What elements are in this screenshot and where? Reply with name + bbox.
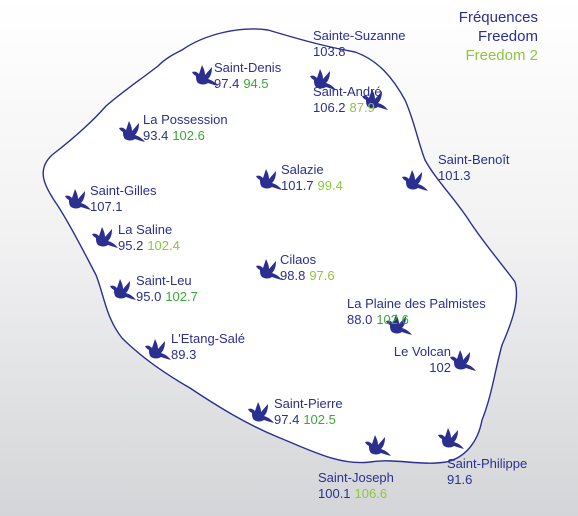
station-name: La Possession (143, 112, 228, 127)
freedom-frequency: 88.0 (347, 312, 373, 327)
station-frequencies: 91.6 (447, 472, 527, 488)
freedom2-frequency: 102.4 (147, 238, 180, 253)
freedom2-frequency: 94.5 (243, 76, 269, 91)
freedom2-frequency: 102.5 (303, 412, 336, 427)
freedom-frequency: 101.3 (438, 168, 471, 183)
legend-freedom2: Freedom 2 (465, 47, 538, 64)
station-name: Saint-Joseph (318, 470, 394, 485)
freedom-frequency: 107.1 (90, 199, 123, 214)
freedom2-frequency: 102.6 (376, 312, 409, 327)
frequency-legend: Fréquences Freedom Freedom 2 (459, 8, 538, 65)
freedom-frequency: 103.8 (313, 44, 346, 59)
station-name: Saint-Benoît (438, 152, 510, 167)
freedom2-frequency: 102.7 (165, 289, 198, 304)
freedom-frequency: 95.2 (118, 238, 144, 253)
freedom-frequency: 91.6 (447, 472, 473, 487)
station-name: Cilaos (280, 252, 317, 267)
freedom-frequency: 106.2 (313, 100, 346, 115)
freedom-frequency: 97.4 (274, 412, 300, 427)
freedom2-frequency: 102.6 (172, 128, 205, 143)
station-frequencies: 89.3 (171, 347, 245, 363)
freedom2-frequency: 97.6 (309, 268, 335, 283)
station-name: Saint-Leu (136, 273, 192, 288)
freedom-frequency: 97.4 (214, 76, 240, 91)
station-name: Sainte-Suzanne (313, 28, 406, 43)
freedom-frequency: 100.1 (318, 486, 351, 501)
freedom-frequency: 98.8 (280, 268, 306, 283)
freedom-frequency: 102 (429, 360, 451, 375)
station-name: Saint-Gilles (90, 183, 157, 198)
station-frequencies: 102 (394, 360, 451, 376)
station-frequencies: 101.3 (438, 168, 510, 184)
freedom2-frequency: 106.6 (354, 486, 388, 501)
freedom2-frequency: 99.4 (317, 178, 343, 193)
freedom-frequency: 95.0 (136, 289, 162, 304)
legend-freedom: Freedom (477, 28, 538, 45)
station-name: Salazie (281, 162, 324, 177)
station-name: Le Volcan (393, 344, 451, 359)
station-name: Saint-Pierre (274, 396, 343, 411)
freedom-frequency: 93.4 (143, 128, 169, 143)
freedom-frequency: 89.3 (171, 347, 197, 362)
station-name: Saint-André (313, 84, 382, 99)
station-frequencies: 103.8 (313, 44, 406, 60)
station-name: La Saline (118, 222, 173, 237)
station-name: Saint-Denis (214, 60, 282, 75)
station-name: Saint-Philippe (447, 456, 528, 471)
freedom-frequency: 101.7 (281, 178, 314, 193)
station-name: L'Etang-Salé (171, 331, 246, 346)
freedom2-frequency: 87.9 (349, 100, 375, 115)
legend-title: Fréquences (458, 9, 538, 26)
station-frequencies: 107.1 (90, 199, 156, 215)
station-name: La Plaine des Palmistes (347, 296, 486, 311)
